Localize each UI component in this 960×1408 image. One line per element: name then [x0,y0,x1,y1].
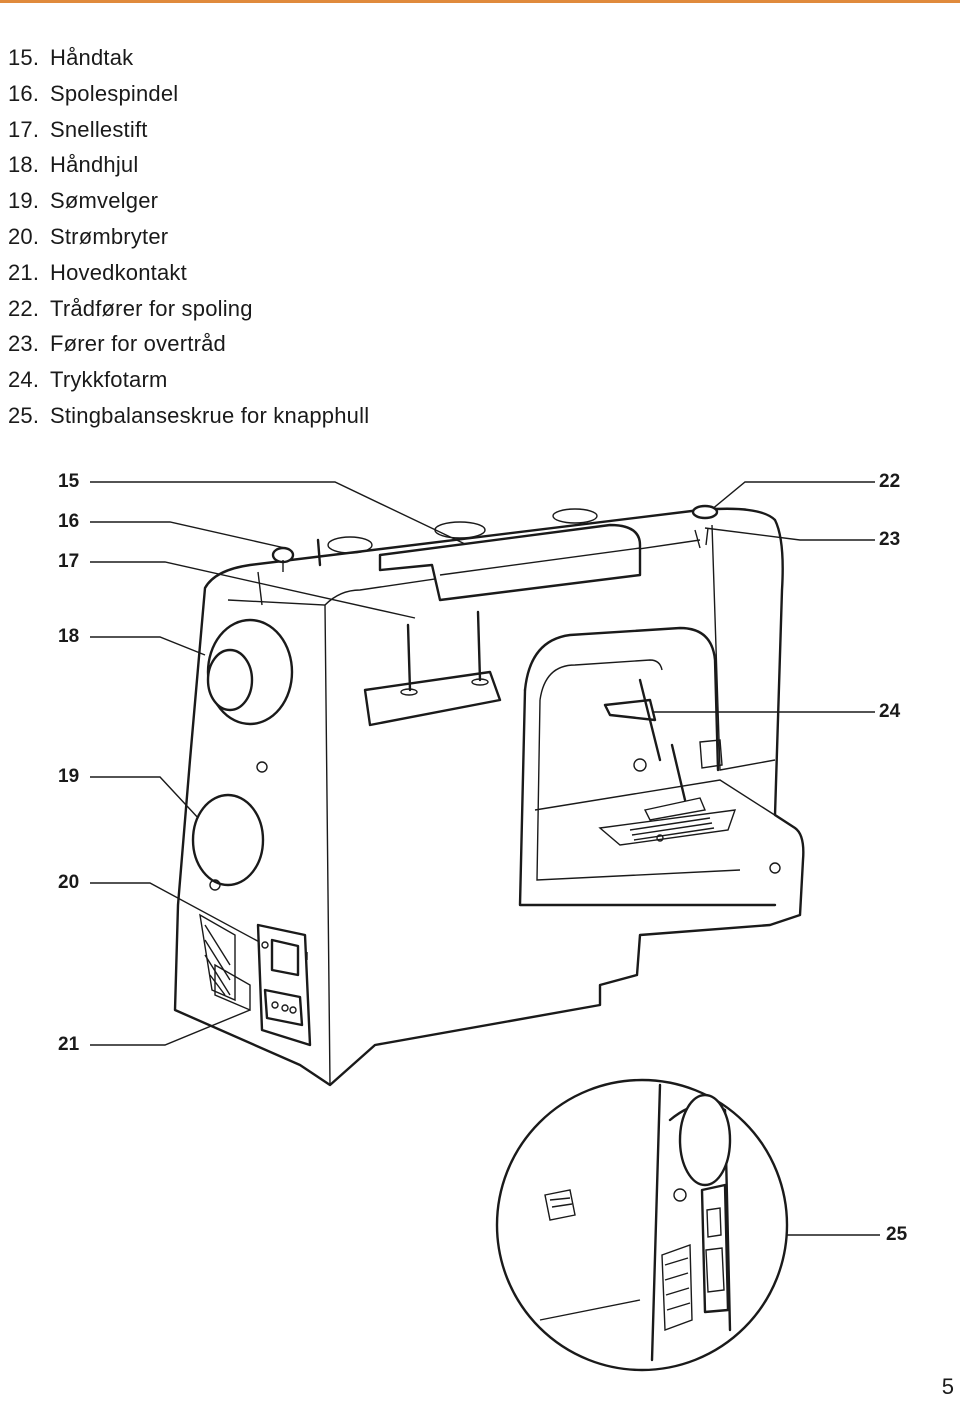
callout-24: 24 [879,701,901,722]
sewing-machine-illustration [90,481,880,1372]
parts-legend: 15.Håndtak 16.Spolespindel 17.Snellestif… [8,40,369,434]
legend-item: 18.Håndhjul [8,152,139,178]
legend-item: 25.Stingbalanseskrue for knapphull [8,402,370,428]
callout-20: 20 [58,872,80,893]
legend-item: 23.Fører for overtråd [8,331,226,357]
callout-21: 21 [58,1034,80,1055]
legend-item: 19.Sømvelger [8,188,159,214]
needle-plate-slots [629,817,715,841]
legend-item: 20.Strømbryter [8,223,169,249]
callout-19: 19 [58,766,80,787]
callout-22: 22 [879,471,901,492]
callout-25: 25 [886,1224,908,1245]
legend-item: 15.Håndtak [8,45,134,70]
presser-foot-drawing [603,678,723,821]
callout-23: 23 [879,529,901,550]
callout-15: 15 [58,471,80,492]
inset-detail [495,1078,789,1372]
page-number: 5 [941,1374,954,1399]
stitch-selector-drawing [191,793,265,891]
spool-pins-drawing [363,610,502,727]
vents-and-switches [199,913,312,1047]
top-accent-rule [0,0,960,3]
thread-guides-drawing [327,504,719,554]
legend-item: 24.Trykkfotarm [8,367,168,393]
callout-16: 16 [58,511,80,532]
legend-item: 16.Spolespindel [8,80,179,106]
handwheel-drawing [206,618,294,726]
bobbin-spindle-drawing [271,538,322,572]
machine-body [173,507,805,1087]
callout-18: 18 [58,626,80,647]
handle-drawing [378,523,642,602]
legend-item: 21.Hovedkontakt [8,259,187,285]
legend-item: 22.Trådfører for spoling [8,295,253,321]
legend-item: 17.Snellestift [8,116,148,142]
callout-17: 17 [58,551,80,572]
